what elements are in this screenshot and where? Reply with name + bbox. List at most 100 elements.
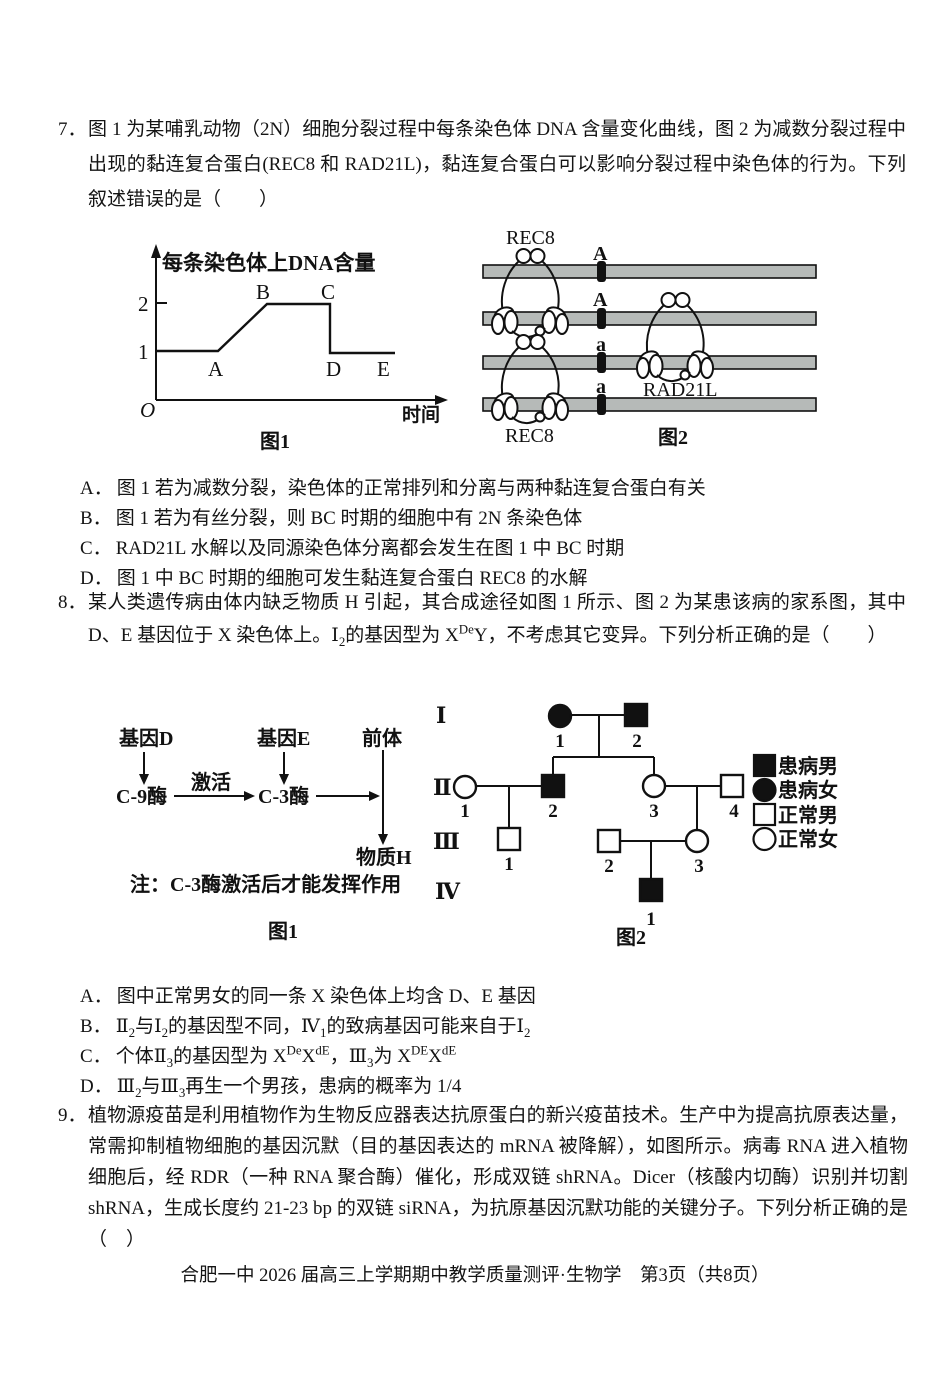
gene-e-label: 基因E: [257, 727, 310, 750]
num-I-1: 1: [555, 731, 565, 752]
question-8-number: 8．: [58, 592, 87, 613]
point-C: C: [321, 280, 335, 304]
q7-figure1-caption: 图1: [260, 430, 290, 453]
rec8-top-label: REC8: [506, 227, 555, 249]
point-E: E: [377, 357, 390, 381]
pathway-arrows: [143, 750, 384, 837]
q8-figure2-pedigree-chart: Ⅰ Ⅱ Ⅲ Ⅳ 1 2 1 2 3 4 1 2 3 1 患病男 患病女 正常男 …: [433, 702, 838, 949]
q7-option-d-label: D．: [80, 568, 113, 589]
num-II-2: 2: [548, 801, 558, 822]
q7-option-b-text: 图 1 若为有丝分裂，则 BC 时期的细胞中有 2N 条染色体: [115, 508, 583, 529]
generation-label-1: Ⅰ: [436, 703, 446, 728]
q8-figure2-caption: 图2: [616, 926, 646, 949]
q8-figure1-pathway-diagram: 基因D 基因E 前体 C-9酶 激活 C-3酶 物质H 注：C-3酶激活后才能发…: [116, 726, 412, 943]
num-IV-1: 1: [646, 909, 656, 930]
point-D: D: [326, 357, 341, 381]
q7-fig1-axes: [155, 254, 440, 401]
centromere-label-a4: a: [596, 376, 606, 398]
pedigree-II-4-normal-male: [719, 773, 745, 799]
point-B: B: [256, 280, 270, 304]
c9-enzyme-label: C-9酶: [116, 784, 167, 808]
ytick-1: 1: [138, 340, 149, 364]
legend-empty-circle-icon: [752, 826, 777, 852]
generation-label-3: Ⅲ: [433, 829, 460, 854]
q7-option-a: A．图 1 若为减数分裂，染色体的正常排列和分离与两种黏连复合蛋白有关: [80, 474, 706, 504]
q7-option-b-label: B．: [80, 508, 112, 529]
q8-option-a-label: A．: [80, 986, 113, 1007]
q7-figure1-dna-content-chart: 每条染色体上DNA含量 2 1 A B C D E O 时间 图1: [138, 244, 448, 453]
pedigree-III-3-normal-female: [684, 828, 710, 854]
precursor-label: 前体: [362, 726, 403, 750]
q7-option-c-label: C．: [80, 538, 112, 559]
question-7-stem: 7． 图 1 为某哺乳动物（2N）细胞分裂过程中每条染色体 DNA 含量变化曲线…: [58, 112, 906, 217]
generation-label-4: Ⅳ: [435, 879, 461, 904]
pedigree-II-3-normal-female: [641, 773, 667, 799]
pedigree-II-2-affected-male: [540, 773, 566, 799]
legend-affected-male: 患病男: [778, 754, 838, 778]
legend-normal-female: 正常女: [778, 827, 838, 851]
q8-option-d-text: Ⅲ2与Ⅲ3再生一个男孩，患病的概率为 1/4: [116, 1076, 462, 1100]
question-8-text: 某人类遗传病由体内缺乏物质 H 引起，其合成途径如图 1 所示、图 2 为某患该…: [88, 592, 906, 649]
rec8-bottom-label: REC8: [505, 425, 554, 447]
q7-figure2-caption: 图2: [658, 426, 688, 449]
product-h-label: 物质H: [356, 845, 412, 869]
pathway-note: 注：C-3酶激活后才能发挥作用: [130, 872, 401, 896]
legend-affected-female: 患病女: [778, 778, 838, 802]
pedigree-III-1-normal-male: [496, 826, 522, 852]
pedigree-III-2-normal-male: [596, 828, 622, 854]
question-7-options: A．图 1 若为减数分裂，染色体的正常排列和分离与两种黏连复合蛋白有关 B．图 …: [80, 474, 706, 594]
question-7-text: 图 1 为某哺乳动物（2N）细胞分裂过程中每条染色体 DNA 含量变化曲线，图 …: [88, 119, 906, 210]
pedigree-lines: [476, 714, 721, 879]
q7-figure2-cohesin-diagram: REC8 A A a a RAD21L REC8 图2: [482, 227, 817, 449]
y-axis-arrow: [151, 244, 161, 258]
q8-option-d: D．Ⅲ2与Ⅲ3再生一个男孩，患病的概率为 1/4: [80, 1072, 536, 1102]
centromere-label-A1: A: [593, 243, 608, 265]
question-9-stem: 9． 植物源疫苗是利用植物作为生物反应器表达抗原蛋白的新兴疫苗技术。生产中为提高…: [58, 1100, 908, 1255]
legend-filled-square-icon: [752, 753, 777, 778]
pedigree-I-2-affected-male: [623, 702, 649, 728]
q8-option-c-label: C．: [80, 1046, 112, 1067]
centromeres: [597, 261, 606, 415]
rad21l-label: RAD21L: [643, 379, 717, 401]
q8-option-c: C．个体Ⅱ3的基因型为 XDeXdE，Ⅲ3为 XDEXdE: [80, 1042, 536, 1072]
num-II-1: 1: [460, 801, 470, 822]
q8-option-a-text: 图中正常男女的同一条 X 染色体上均含 D、E 基因: [116, 986, 536, 1007]
pedigree-individuals: [452, 702, 745, 903]
c3-enzyme-label: C-3酶: [258, 784, 309, 808]
centromere-label-A2: A: [593, 289, 608, 311]
dna-content-curve: [157, 302, 395, 355]
q8-figure1-caption: 图1: [268, 920, 298, 943]
x-axis-arrow: [435, 395, 448, 405]
num-II-3: 3: [649, 801, 659, 822]
pedigree-I-1-affected-female: [547, 703, 573, 729]
question-9-text: 植物源疫苗是利用植物作为生物反应器表达抗原蛋白的新兴疫苗技术。生产中为提高抗原表…: [88, 1105, 908, 1250]
q7-option-d-text: 图 1 中 BC 时期的细胞可发生黏连复合蛋白 REC8 的水解: [116, 568, 588, 589]
pedigree-IV-1-affected-male: [638, 877, 664, 903]
question-7-number: 7．: [58, 119, 87, 140]
point-A: A: [208, 357, 224, 381]
legend-filled-circle-icon: [752, 777, 777, 803]
q7-option-c-text: RAD21L 水解以及同源染色体分离都会发生在图 1 中 BC 时期: [115, 538, 625, 559]
gene-d-label: 基因D: [119, 727, 173, 750]
q7-fig1-y-title: 每条染色体上DNA含量: [162, 251, 376, 275]
q8-option-c-text: 个体Ⅱ3的基因型为 XDeXdE，Ⅲ3为 XDEXdE: [115, 1042, 457, 1070]
pedigree-legend: 患病男 患病女 正常男 正常女: [752, 753, 838, 852]
num-III-3: 3: [694, 856, 704, 877]
question-8-stem: 8． 某人类遗传病由体内缺乏物质 H 引起，其合成途径如图 1 所示、图 2 为…: [58, 586, 906, 652]
q7-option-c: C．RAD21L 水解以及同源染色体分离都会发生在图 1 中 BC 时期: [80, 534, 706, 564]
q8-option-b-text: Ⅱ2与Ⅰ2的基因型不同，Ⅳ1的致病基因可能来自于Ⅰ2: [115, 1016, 531, 1040]
centromere-label-a3: a: [596, 334, 606, 356]
origin-O: O: [140, 398, 155, 422]
q7-option-b: B．图 1 若为有丝分裂，则 BC 时期的细胞中有 2N 条染色体: [80, 504, 706, 534]
pedigree-numbers: 1 2 1 2 3 4 1 2 3 1: [460, 731, 739, 930]
legend-normal-male: 正常男: [778, 804, 838, 827]
pedigree-II-1-normal-female: [452, 774, 478, 800]
num-III-2: 2: [604, 856, 614, 877]
q8-option-b-label: B．: [80, 1016, 112, 1037]
num-III-1: 1: [504, 854, 514, 875]
q8-option-a: A．图中正常男女的同一条 X 染色体上均含 D、E 基因: [80, 982, 536, 1012]
num-II-4: 4: [729, 801, 739, 822]
activate-label: 激活: [191, 770, 231, 794]
generation-label-2: Ⅱ: [433, 775, 452, 800]
